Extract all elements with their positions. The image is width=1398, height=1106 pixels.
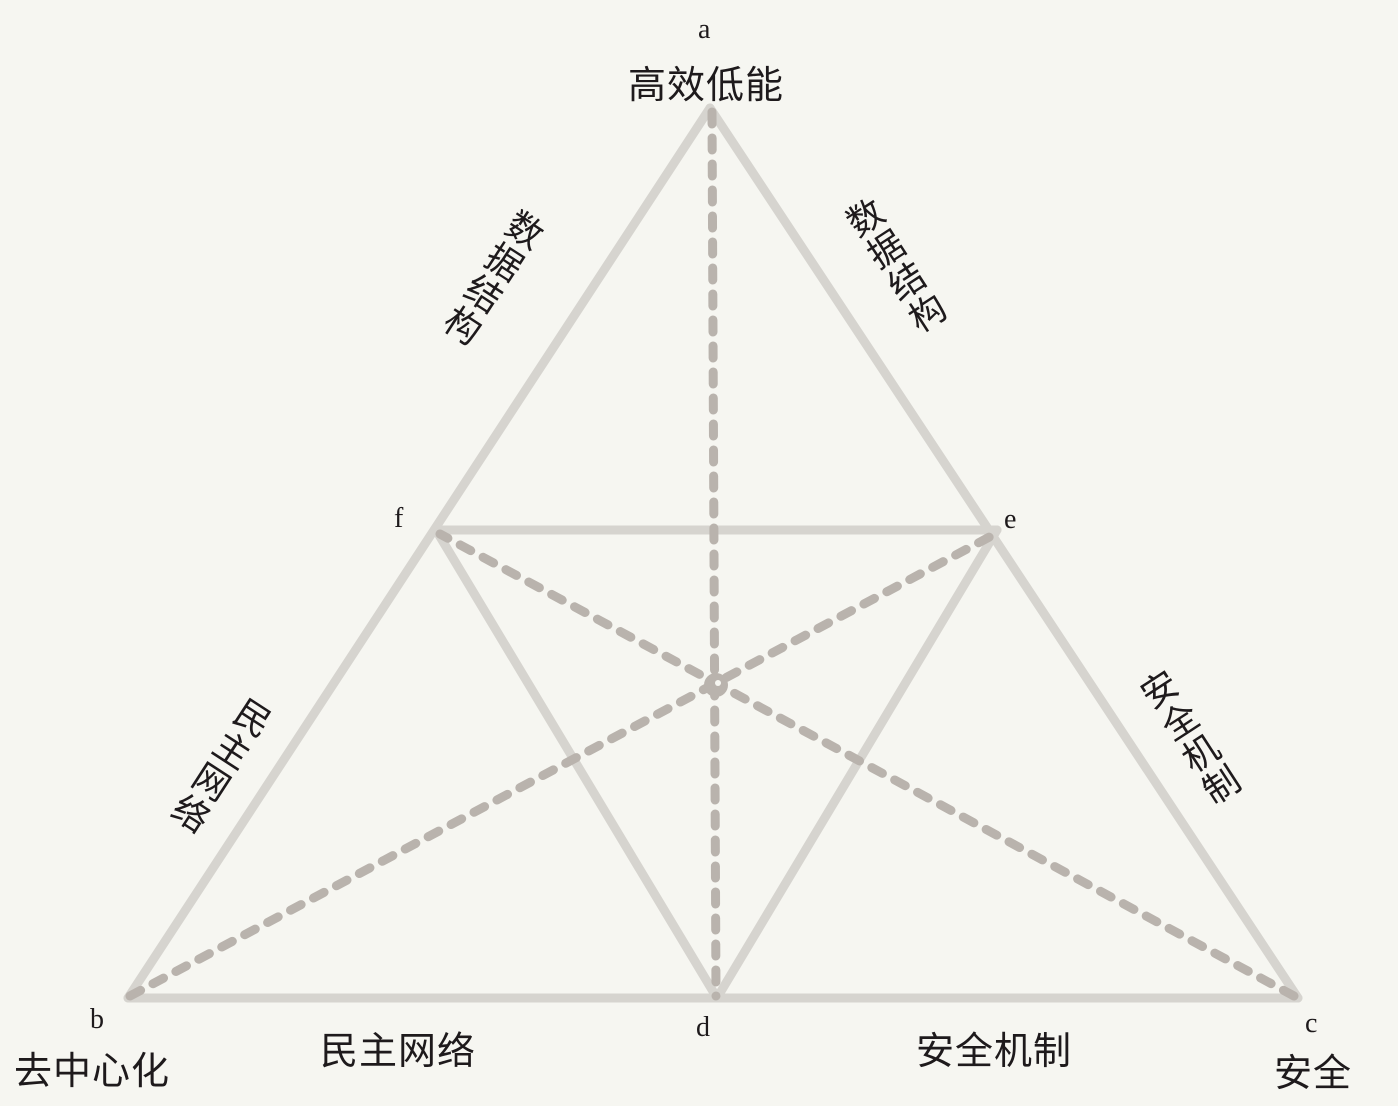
vertex-c-label: 安全 xyxy=(1274,1051,1353,1095)
vertex-b-letter: b xyxy=(90,1004,104,1035)
edge-label-bottom-right: 安全机制 xyxy=(916,1029,1073,1073)
centroid-hole xyxy=(715,680,721,686)
vertex-c-letter: c xyxy=(1305,1008,1318,1039)
median-lines xyxy=(125,107,1299,1001)
vertex-a-label: 高效低能 xyxy=(628,63,785,107)
vertex-e-letter: e xyxy=(1004,504,1017,535)
vertex-a-letter: a xyxy=(698,14,711,45)
vertex-d-letter: d xyxy=(696,1012,710,1043)
edge-a-c xyxy=(705,103,1303,1003)
edge-f-d xyxy=(431,525,722,1003)
edge-a-b xyxy=(123,103,715,1003)
edge-label-bottom-left: 民主网络 xyxy=(320,1029,477,1073)
median-a-d xyxy=(707,107,721,1001)
median-c-f xyxy=(435,529,1299,1001)
vertex-b-label: 去中心化 xyxy=(14,1049,171,1093)
median-b-e xyxy=(125,529,1000,1001)
vertex-f-letter: f xyxy=(394,503,404,534)
